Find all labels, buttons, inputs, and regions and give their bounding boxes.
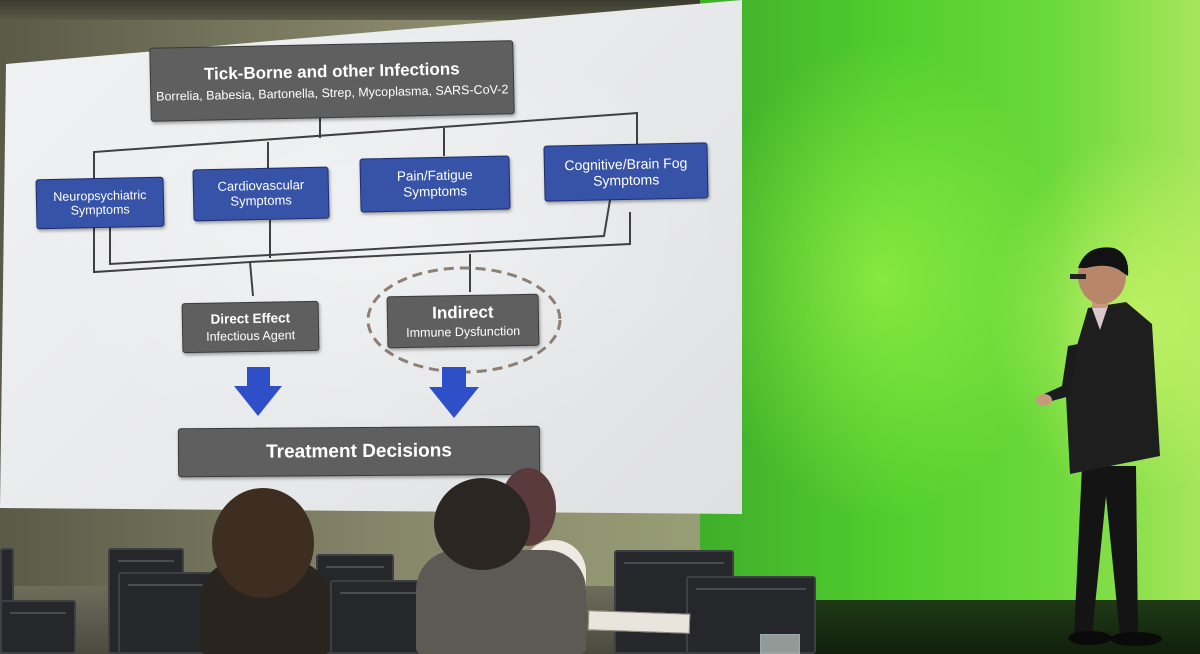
symptom-line2: Symptoms: [592, 171, 660, 189]
connector-lines: [93, 110, 638, 418]
symptom-line1: Pain/Fatigue: [396, 167, 473, 185]
symptom-box-pain-fatigue: Pain/Fatigue Symptoms: [359, 155, 511, 213]
infections-title-box: Tick-Borne and other Infections Borrelia…: [149, 40, 515, 122]
symptom-line1: Cognitive/Brain Fog: [564, 154, 688, 174]
infections-list: Borrelia, Babesia, Bartonella, Strep, My…: [156, 81, 509, 104]
symptom-line1: Neuropsychiatric: [53, 187, 147, 204]
water-glass: [760, 634, 800, 654]
direct-effect-box: Direct Effect Infectious Agent: [181, 300, 320, 354]
audience-member-head: [434, 478, 530, 570]
infections-title: Tick-Borne and other Infections: [203, 59, 460, 84]
arrow-direct-down: [234, 367, 282, 416]
presenter-figure: [1036, 247, 1162, 646]
audience-member-head: [212, 488, 314, 598]
connector-bracket-direct: [93, 228, 254, 297]
audience-chair: [0, 600, 76, 654]
direct-effect-subtitle: Infectious Agent: [206, 328, 296, 344]
direct-effect-title: Direct Effect: [210, 309, 291, 327]
connector-top-bus: [93, 111, 638, 183]
indirect-subtitle: Immune Dysfunction: [406, 324, 521, 341]
symptom-line2: Symptoms: [70, 202, 130, 218]
symptom-box-cardiovascular: Cardiovascular Symptoms: [192, 166, 330, 222]
indirect-title: Indirect: [431, 301, 494, 323]
audience-member: [416, 550, 586, 654]
symptom-line2: Symptoms: [403, 183, 468, 200]
indirect-box: Indirect Immune Dysfunction: [386, 293, 540, 349]
notebook: [587, 610, 691, 634]
arrow-indirect-down: [429, 367, 479, 418]
slide-diagram: Tick-Borne and other Infections Borrelia…: [0, 0, 742, 514]
connector-bracket-direct-inner: [109, 199, 611, 266]
symptom-line2: Symptoms: [230, 192, 292, 209]
presenter: [1030, 246, 1180, 654]
treatment-decisions-box: Treatment Decisions: [177, 425, 541, 478]
treatment-decisions-label: Treatment Decisions: [266, 439, 452, 463]
symptom-box-cognitive: Cognitive/Brain Fog Symptoms: [543, 142, 709, 202]
connector-bracket-indirect-main: [249, 212, 631, 263]
symptom-box-neuropsychiatric: Neuropsychiatric Symptoms: [35, 176, 165, 230]
